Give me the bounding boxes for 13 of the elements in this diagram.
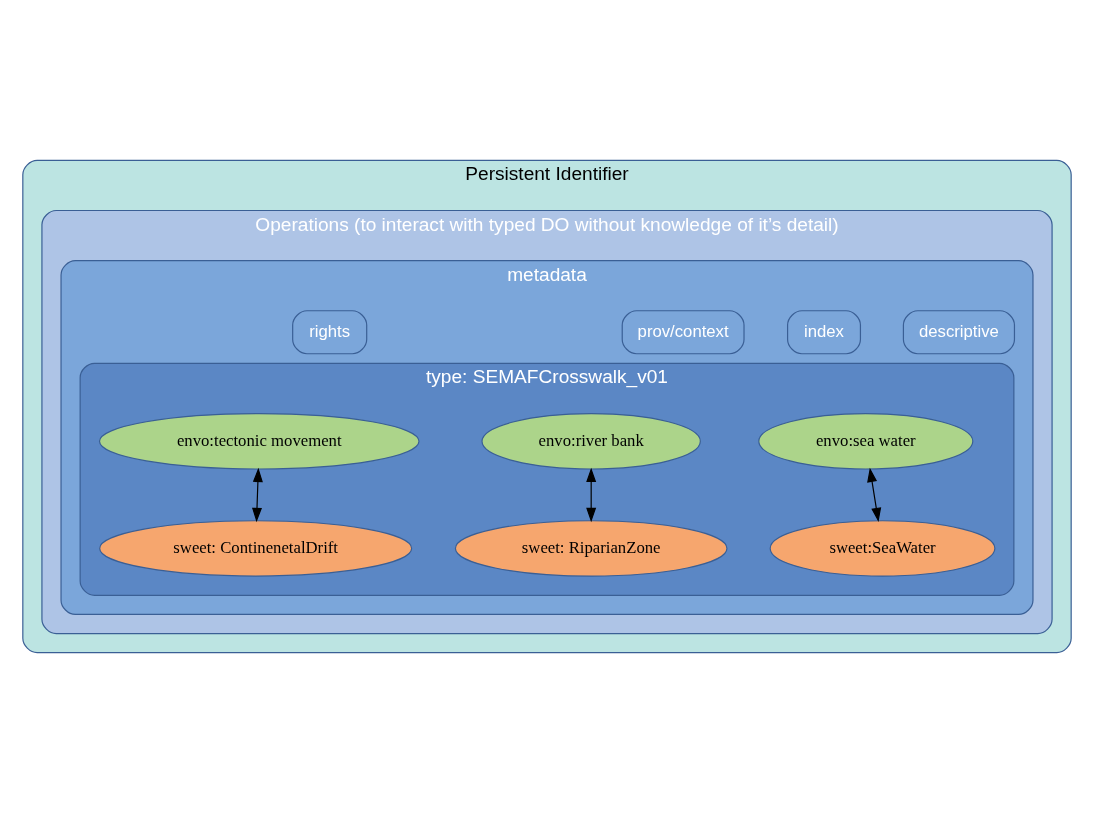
node-ellipse: sweet: ContinenetalDrift (99, 520, 413, 577)
arrow (586, 467, 597, 523)
arrow (252, 467, 263, 523)
node-box: rights (292, 310, 368, 355)
node-box: prov/context (621, 310, 745, 355)
node-ellipse: sweet: RiparianZone (454, 520, 728, 577)
node-ellipse: envo:tectonic movement (98, 413, 420, 470)
node-ellipse: envo:river bank (481, 413, 701, 470)
node-ellipse: envo:sea water (758, 413, 974, 470)
node-ellipse: sweet:SeaWater (769, 520, 996, 577)
arrow (867, 467, 882, 523)
node-box: descriptive (902, 310, 1016, 355)
node-box: index (787, 310, 862, 355)
